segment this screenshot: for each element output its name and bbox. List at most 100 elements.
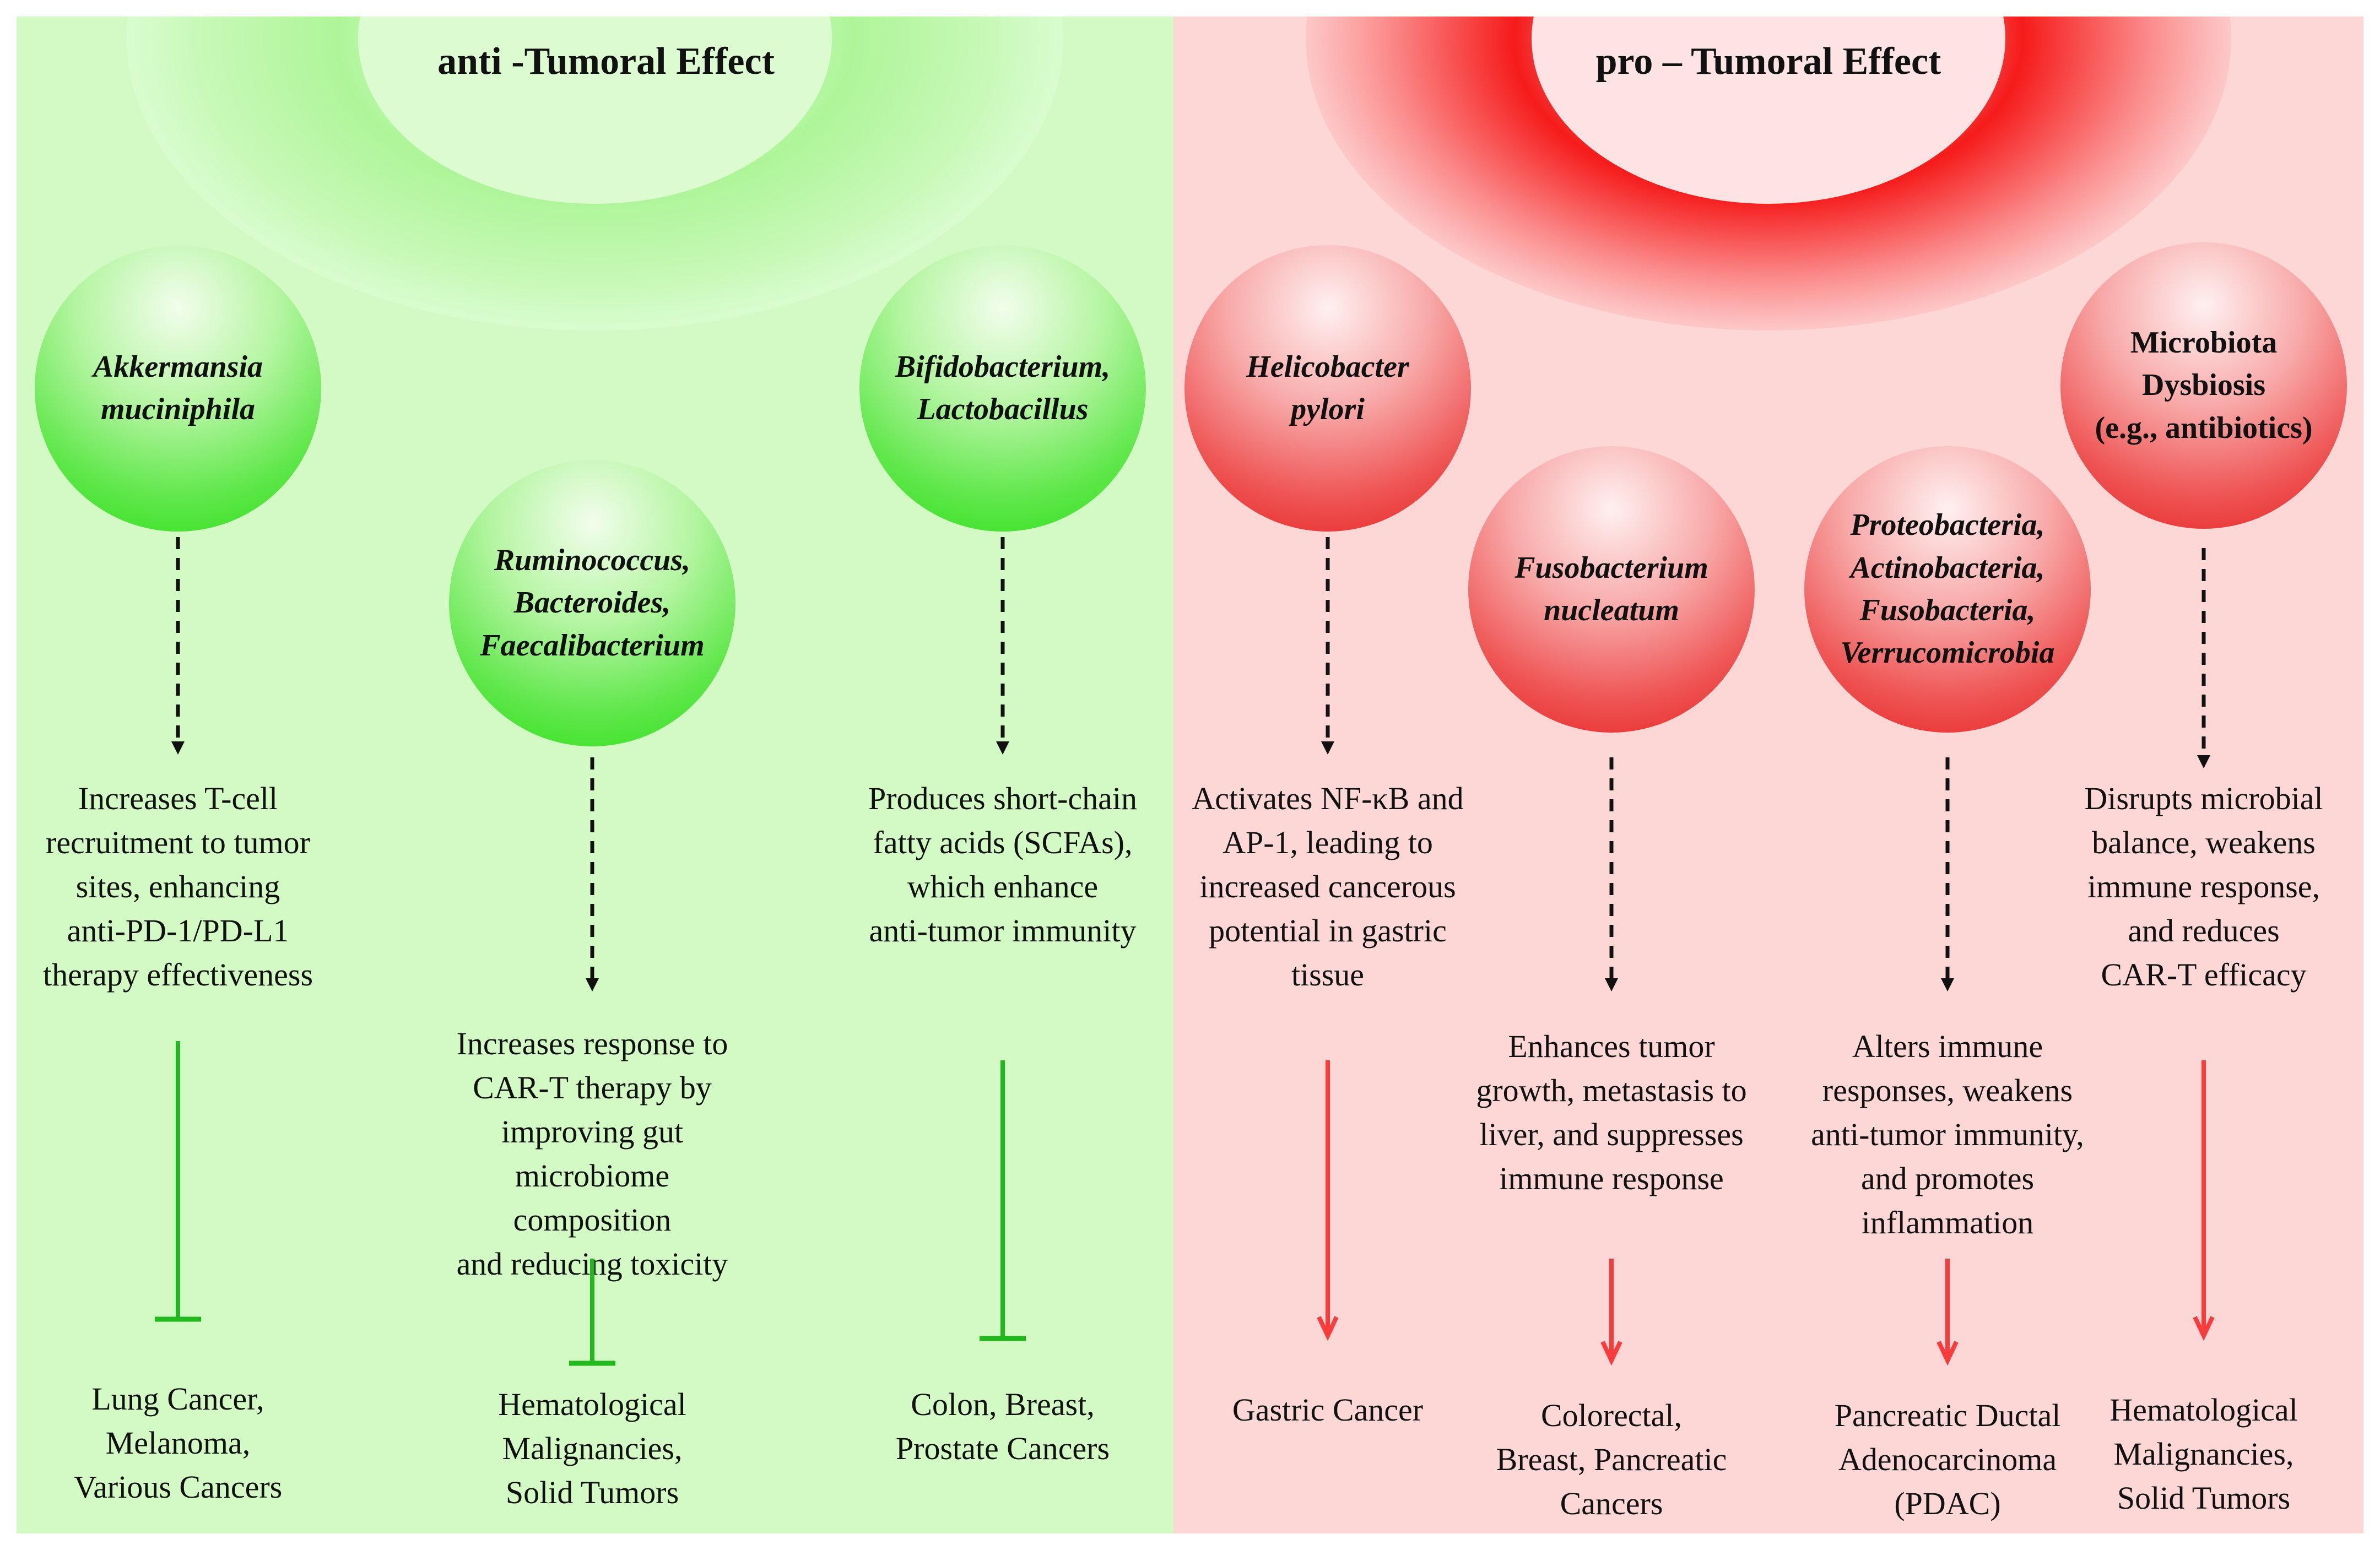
bacteria-name-line: Akkermansia bbox=[93, 349, 263, 384]
outcome-line: Pancreatic Ductal bbox=[1834, 1397, 2061, 1433]
bacteria-name: Akkermansia muciniphila bbox=[77, 346, 279, 431]
bacteria-name-line: Fusobacterium bbox=[1514, 550, 1708, 585]
mechanism-line: Produces short-chain bbox=[868, 781, 1138, 816]
right-mechanism-text-3: Alters immune responses, weakens anti-tumo… bbox=[1788, 1025, 2107, 1245]
left-bacteria-bubble-3: Bifidobacterium, Lactobacillus bbox=[859, 245, 1146, 532]
anti-tumoral-title: anti -Tumoral Effect bbox=[437, 40, 775, 83]
mechanism-line: anti-tumor immunity, bbox=[1811, 1117, 2084, 1153]
pro-tumoral-header-arc bbox=[1306, 17, 2231, 330]
outcome-line: Melanoma, bbox=[105, 1425, 251, 1461]
outcome-line: Solid Tumors bbox=[2117, 1480, 2291, 1516]
left-mechanism-text-1: Increases T-cell recruitment to tumor site… bbox=[18, 777, 338, 997]
mechanism-line: increased cancerous bbox=[1199, 869, 1456, 905]
right-mechanism-text-2: Enhances tumor growth, metastasis to liver… bbox=[1452, 1025, 1771, 1201]
mechanism-line: responses, weakens bbox=[1822, 1072, 2073, 1109]
outcome-line: Malignancies, bbox=[2113, 1436, 2294, 1472]
mechanism-line: liver, and suppresses bbox=[1479, 1117, 1744, 1153]
outcome-line: Colorectal, bbox=[1540, 1397, 1683, 1433]
bacteria-name-line: Ruminococcus, bbox=[494, 543, 691, 578]
mechanism-line: immune response bbox=[1499, 1161, 1724, 1197]
mechanism-line: improving gut bbox=[501, 1114, 684, 1150]
bacteria-name: Proteobacteria, Actinobacteria, Fusobacter… bbox=[1824, 504, 2071, 674]
bacteria-name-line: pylori bbox=[1291, 392, 1365, 426]
mechanism-line: therapy effectiveness bbox=[42, 957, 313, 993]
outcome-line: Hematological bbox=[498, 1386, 686, 1422]
mechanism-line: CAR-T efficacy bbox=[2101, 957, 2307, 993]
mechanism-line: Activates NF-κB and bbox=[1192, 781, 1464, 816]
bacteria-name-line: nucleatum bbox=[1544, 593, 1679, 627]
left-bacteria-bubble-2: Ruminococcus, Bacteroides, Faecalibacteriu… bbox=[449, 460, 735, 746]
bacteria-name-line: Helicobacter bbox=[1246, 349, 1409, 384]
right-bacteria-bubble-2: Fusobacterium nucleatum bbox=[1468, 446, 1755, 733]
mechanism-line: anti-PD-1/PD-L1 bbox=[67, 913, 289, 949]
mechanism-line: inflammation bbox=[1861, 1205, 2034, 1241]
right-mechanism-text-4: Disrupts microbial balance, weakens immune… bbox=[2044, 777, 2363, 997]
bacteria-name-line: Bifidobacterium, bbox=[895, 349, 1111, 384]
bacteria-name-line: Dysbiosis bbox=[2141, 368, 2266, 403]
outcome-line: Various Cancers bbox=[73, 1469, 283, 1505]
mechanism-line: microbiome composition bbox=[513, 1158, 672, 1238]
bacteria-name-line: Lactobacillus bbox=[917, 392, 1089, 426]
mechanism-line: sites, enhancing bbox=[75, 869, 280, 905]
mechanism-line: immune response, bbox=[2087, 869, 2320, 905]
bacteria-name-line: Fusobacteria, bbox=[1859, 593, 2036, 627]
mechanism-line: CAR-T therapy by bbox=[473, 1070, 712, 1106]
pro-tumoral-title: pro – Tumoral Effect bbox=[1595, 40, 1941, 83]
right-cancer-outcome-1: Gastric Cancer bbox=[1162, 1388, 1493, 1432]
mechanism-line: and reducing toxicity bbox=[456, 1246, 728, 1282]
bacteria-name-line: (e.g., antibiotics) bbox=[2095, 410, 2313, 445]
outcome-line: Colon, Breast, bbox=[911, 1386, 1095, 1422]
mechanism-line: and promotes bbox=[1860, 1161, 2035, 1197]
mechanism-line: AP-1, leading to bbox=[1223, 825, 1433, 861]
bacteria-name: Ruminococcus, Bacteroides, Faecalibacteriu… bbox=[463, 539, 721, 667]
left-cancer-outcome-1: Lung Cancer, Melanoma, Various Cancers bbox=[13, 1377, 343, 1509]
mechanism-line: Increases T-cell bbox=[78, 781, 278, 816]
right-bacteria-bubble-1: Helicobacter pylori bbox=[1184, 245, 1471, 532]
outcome-line: Lung Cancer, bbox=[91, 1381, 264, 1417]
right-bacteria-bubble-3: Proteobacteria, Actinobacteria, Fusobacter… bbox=[1804, 446, 2091, 733]
left-bacteria-bubble-1: Akkermansia muciniphila bbox=[35, 245, 321, 532]
bacteria-name: Helicobacter pylori bbox=[1230, 346, 1425, 431]
outcome-line: Prostate Cancers bbox=[895, 1430, 1110, 1467]
bacteria-name: Fusobacterium nucleatum bbox=[1498, 547, 1725, 632]
left-cancer-outcome-3: Colon, Breast, Prostate Cancers bbox=[837, 1383, 1168, 1471]
outcome-line: Breast, Pancreatic bbox=[1496, 1441, 1727, 1478]
bacteria-name-line: Microbiota bbox=[2130, 326, 2278, 360]
bacteria-name-line: Bacteroides, bbox=[513, 586, 671, 620]
outcome-line: (PDAC) bbox=[1894, 1486, 2001, 1522]
anti-tumoral-header-arc bbox=[127, 17, 1063, 330]
anti-tumoral-panel bbox=[17, 17, 1173, 1533]
outcome-line: Solid Tumors bbox=[505, 1475, 679, 1511]
bacteria-name-line: Faecalibacterium bbox=[480, 628, 705, 663]
mechanism-line: potential in gastric bbox=[1209, 913, 1447, 949]
mechanism-line: anti-tumor immunity bbox=[869, 913, 1137, 949]
mechanism-line: Alters immune bbox=[1852, 1028, 2043, 1064]
mechanism-line: tissue bbox=[1291, 957, 1365, 993]
outcome-line: Gastric Cancer bbox=[1232, 1392, 1424, 1428]
bacteria-name-line: Actinobacteria, bbox=[1850, 550, 2045, 585]
mechanism-line: growth, metastasis to bbox=[1476, 1072, 1747, 1109]
left-mechanism-text-2: Increases response to CAR-T therapy by imp… bbox=[432, 1022, 752, 1286]
outcome-line: Hematological bbox=[2109, 1392, 2298, 1428]
outcome-line: Cancers bbox=[1560, 1486, 1663, 1522]
left-mechanism-text-3: Produces short-chain fatty acids (SCFAs),… bbox=[843, 777, 1162, 953]
outcome-line: Adenocarcinoma bbox=[1838, 1441, 2057, 1478]
mechanism-line: Enhances tumor bbox=[1508, 1028, 1715, 1064]
mechanism-line: and reduces bbox=[2128, 913, 2280, 949]
mechanism-line: balance, weakens bbox=[2092, 825, 2316, 861]
mechanism-line: recruitment to tumor bbox=[46, 825, 310, 861]
mechanism-line: fatty acids (SCFAs), bbox=[873, 825, 1133, 861]
mechanism-line: Disrupts microbial bbox=[2084, 781, 2323, 816]
mechanism-line: which enhance bbox=[907, 869, 1099, 905]
bacteria-name-line: muciniphila bbox=[100, 392, 256, 426]
bacteria-name: Bifidobacterium, Lactobacillus bbox=[879, 346, 1127, 431]
bacteria-name-line: Proteobacteria, bbox=[1850, 508, 2045, 543]
outcome-line: Malignancies, bbox=[502, 1430, 683, 1467]
mechanism-line: Increases response to bbox=[456, 1026, 728, 1061]
